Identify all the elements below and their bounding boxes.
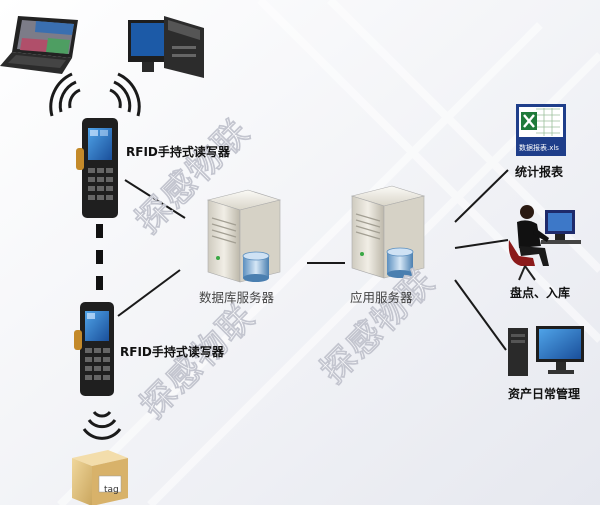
link-app-report (454, 169, 509, 223)
checkin-label: 盘点、入库 (510, 285, 570, 300)
link-reader-bottom-db (117, 269, 181, 317)
application-server-icon (350, 185, 426, 279)
report-file-caption: 数据报表.xls (519, 143, 559, 152)
database-server-icon (206, 189, 282, 283)
db-server-label: 数据库服务器 (199, 290, 275, 305)
laptop-icon (0, 16, 78, 74)
link-reader-top-db (124, 179, 186, 219)
tag-label: tag (104, 485, 119, 495)
link-app-asset (454, 279, 507, 351)
wireless-signal-icon (49, 72, 141, 117)
excel-report-icon (516, 104, 566, 156)
tag-signal-icon (82, 410, 122, 440)
reader-top-label: RFID手持式读写器 (126, 144, 231, 159)
desktop-monitor-icon (508, 326, 584, 376)
rfid-tag-box-icon (72, 450, 128, 505)
reader-bottom-label: RFID手持式读写器 (120, 344, 225, 359)
rfid-handheld-reader-bottom-icon (74, 302, 114, 396)
connection-lines (117, 169, 509, 351)
rfid-handheld-reader-top-icon (76, 118, 118, 218)
ellipsis-dots (96, 224, 103, 290)
app-server-label: 应用服务器 (350, 290, 413, 305)
asset-label: 资产日常管理 (508, 386, 580, 401)
desktop-computer-icon (128, 16, 204, 78)
report-label: 统计报表 (515, 164, 564, 179)
link-app-checkin (454, 239, 509, 249)
person-at-computer-icon (508, 205, 581, 281)
